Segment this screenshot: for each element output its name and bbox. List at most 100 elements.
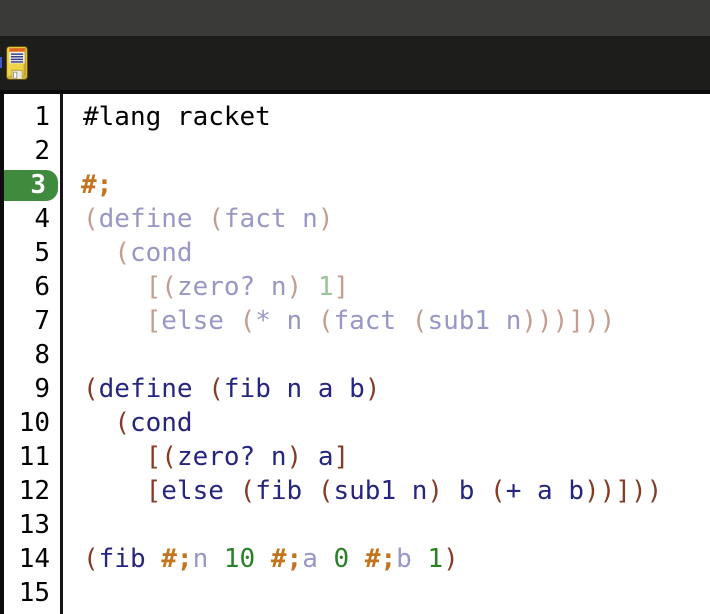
code-token — [193, 204, 209, 234]
code-token: n — [192, 544, 209, 574]
code-token: ( — [317, 476, 334, 506]
code-text[interactable]: (cond — [60, 236, 710, 270]
code-text[interactable] — [60, 508, 710, 542]
code-token — [412, 544, 428, 574]
code-text[interactable]: (cond — [60, 406, 710, 440]
code-token: ] — [333, 272, 350, 302]
gutter-separator — [60, 94, 63, 614]
code-line[interactable]: 5 (cond — [4, 236, 710, 270]
code-token: #lang racket — [83, 102, 271, 132]
code-token: zero? n — [176, 272, 287, 302]
line-number: 13 — [18, 510, 50, 540]
code-token — [83, 442, 146, 472]
code-line[interactable]: 8 — [4, 338, 710, 372]
code-token: [ — [145, 306, 162, 336]
code-line[interactable]: 9(define (fib n a b) — [4, 372, 710, 406]
code-text[interactable] — [60, 576, 710, 610]
code-token — [208, 544, 224, 574]
code-token — [224, 476, 240, 506]
code-line[interactable]: 14(fib #;n 10 #;a 0 #;b 1) — [4, 542, 710, 576]
code-token: ( — [239, 306, 256, 336]
code-token: ( — [114, 238, 130, 268]
code-text[interactable]: #; — [58, 168, 710, 202]
code-token: else — [161, 306, 224, 336]
code-text[interactable]: (define (fib n a b) — [60, 372, 710, 406]
code-token: ( — [490, 476, 506, 506]
code-text[interactable]: [else (* n (fact (sub1 n)))])) — [60, 304, 710, 338]
code-line[interactable]: 10 (cond — [4, 406, 710, 440]
code-line[interactable]: 2 — [4, 134, 710, 168]
code-token: #; — [270, 544, 303, 574]
code-line[interactable]: 7 [else (* n (fact (sub1 n)))])) — [4, 304, 710, 338]
code-line[interactable]: 3 #; — [4, 168, 710, 202]
code-token — [83, 476, 146, 506]
code-token: 10 — [223, 544, 256, 574]
code-token: fact n — [223, 204, 318, 234]
code-token: ) — [286, 442, 303, 472]
code-text[interactable]: #lang racket — [60, 100, 710, 134]
code-token: a — [302, 544, 318, 574]
code-token: #; — [161, 544, 193, 574]
code-text[interactable]: (fib #;n 10 #;a 0 #;b 1) — [60, 542, 710, 576]
line-number: 10 — [18, 408, 50, 438]
code-token: #; — [364, 544, 397, 574]
code-token: cond — [129, 238, 193, 268]
save-button[interactable] — [6, 46, 28, 80]
code-text[interactable]: [(zero? n) 1] — [60, 270, 710, 304]
code-token: ( — [83, 204, 99, 234]
code-token: 0 — [333, 544, 350, 574]
code-token — [255, 544, 271, 574]
code-token: ( — [317, 306, 334, 336]
code-token: zero? n — [176, 442, 287, 472]
code-token: ( — [208, 204, 224, 234]
code-token: 1 — [427, 544, 444, 574]
line-number: 1 — [34, 102, 50, 132]
code-line[interactable]: 6 [(zero? n) 1] — [4, 270, 710, 304]
code-token: [( — [145, 272, 177, 302]
code-token: * n — [255, 306, 318, 336]
code-text[interactable]: [(zero? n) a] — [60, 440, 710, 474]
code-token — [83, 408, 114, 438]
line-number: 5 — [34, 238, 50, 268]
code-token: b — [396, 544, 412, 574]
code-token: sub1 n — [333, 476, 428, 506]
code-token: ( — [114, 408, 130, 438]
code-token — [318, 544, 334, 574]
code-token: #; — [81, 170, 113, 200]
code-token: ( — [83, 544, 99, 574]
code-token: [ — [145, 476, 162, 506]
line-number: 11 — [18, 442, 50, 472]
code-token: a — [317, 442, 334, 472]
code-line[interactable]: 12 [else (fib (sub1 n) b (+ a b))])) — [4, 474, 710, 508]
code-line[interactable]: 1 #lang racket — [4, 100, 710, 134]
code-token: ) — [317, 204, 334, 234]
code-text[interactable] — [60, 338, 710, 372]
code-text[interactable]: [else (fib (sub1 n) b (+ a b))])) — [60, 474, 710, 508]
code-token — [83, 306, 146, 336]
line-number: 15 — [18, 578, 50, 608]
code-token: ) — [443, 544, 459, 574]
code-token: fact — [333, 306, 412, 336]
code-line[interactable]: 4(define (fact n) — [4, 202, 710, 236]
code-token: ( — [83, 374, 99, 404]
code-text[interactable] — [60, 134, 710, 168]
code-token — [302, 442, 318, 472]
code-token: )))])) — [521, 306, 616, 336]
code-token: ))])) — [583, 476, 663, 506]
code-token: ( — [239, 476, 256, 506]
code-text[interactable]: (define (fact n) — [60, 202, 710, 236]
code-token: sub1 n — [427, 306, 522, 336]
code-token: b — [443, 476, 491, 506]
code-token: 1 — [317, 272, 334, 302]
line-number: 2 — [34, 136, 50, 166]
code-line[interactable]: 15 — [4, 576, 710, 610]
code-token: ) — [427, 476, 444, 506]
code-token: ) — [364, 374, 381, 404]
code-line[interactable]: 13 — [4, 508, 710, 542]
active-line-number-badge: 3 — [4, 170, 58, 201]
code-line[interactable]: 11 [(zero? n) a] — [4, 440, 710, 474]
code-token: ] — [333, 442, 350, 472]
